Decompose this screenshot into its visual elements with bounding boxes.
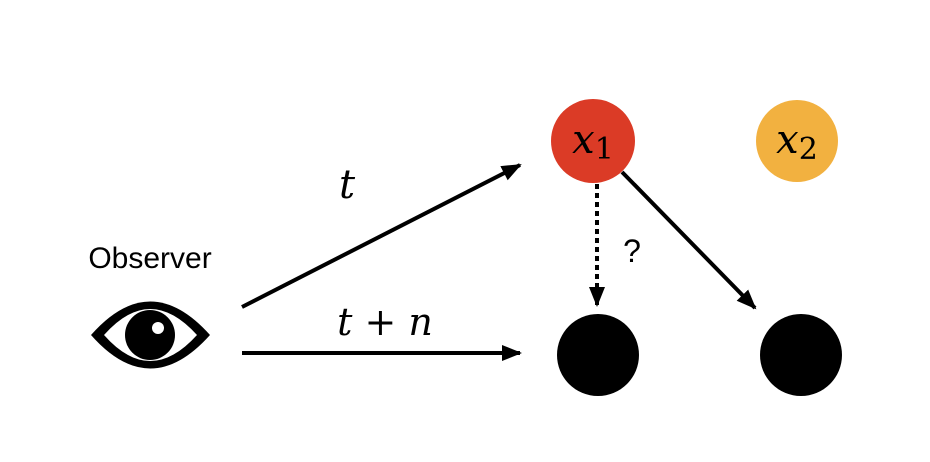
eye-icon [91, 301, 210, 369]
node-x2-label: x2 [776, 117, 818, 167]
node-x2 [756, 100, 838, 182]
arrow-t [241, 163, 522, 309]
arrow-x1-to-outcome2 [620, 170, 757, 310]
question-mark-label: ? [623, 233, 641, 269]
outcome-node-2 [760, 314, 842, 396]
label-t: t [339, 162, 356, 208]
node-x1 [551, 99, 635, 183]
node-x1-label: x1 [572, 117, 614, 167]
observer-label: Observer [88, 242, 211, 275]
label-t-plus-n: t + n [337, 300, 433, 344]
outcome-node-1 [557, 314, 639, 396]
